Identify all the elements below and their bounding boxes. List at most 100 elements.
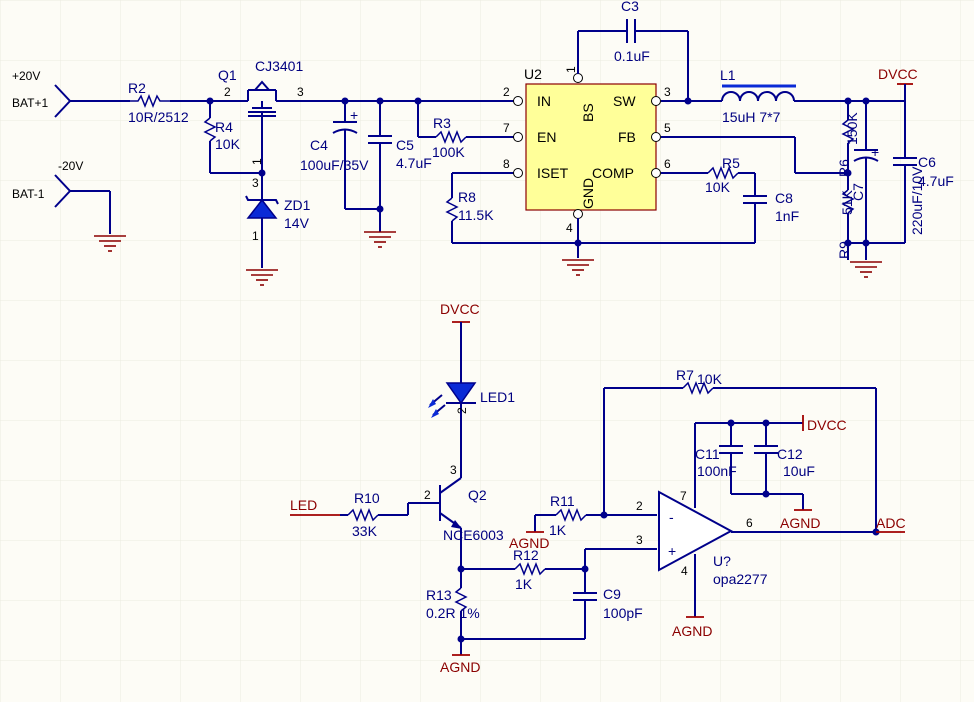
- q1-value: CJ3401: [255, 58, 303, 74]
- agnd-port-caps: [794, 494, 812, 511]
- u3-pin-inm: 2: [636, 499, 643, 513]
- capacitor-c12[interactable]: [754, 423, 778, 498]
- resistor-r9[interactable]: [841, 189, 855, 260]
- q2-pin-gate: 2: [424, 488, 431, 502]
- u3-designator: U?: [713, 553, 731, 569]
- wire-opamp-vcc: [694, 419, 803, 508]
- r4-designator: R4: [215, 119, 233, 135]
- r8-value: 11.5K: [458, 207, 494, 223]
- agnd-port-r11: [526, 515, 544, 533]
- capacitor-c3[interactable]: [577, 19, 689, 101]
- ic-u2[interactable]: [513, 73, 661, 219]
- ground-symbol-zd1: [246, 269, 278, 286]
- transistor-q2[interactable]: [439, 470, 462, 588]
- zener-zd1[interactable]: [245, 169, 279, 269]
- c7-plus-sign: +: [871, 144, 879, 160]
- ground-symbol-c5: [364, 231, 396, 248]
- u2-pinnum-in: 2: [503, 85, 510, 99]
- wire-u2-gnd: [574, 218, 582, 258]
- q2-pin-drain: 3: [450, 463, 457, 477]
- u2-pinnum-sw: 3: [664, 85, 671, 99]
- resistor-r12[interactable]: [514, 548, 657, 577]
- r3-designator: R3: [433, 115, 451, 131]
- c5-designator: C5: [396, 137, 414, 153]
- resistor-r3[interactable]: [417, 101, 518, 145]
- c7-designator: C7: [850, 183, 866, 201]
- agnd-label-r13: AGND: [440, 659, 480, 675]
- u2-pin-en-label: EN: [537, 129, 556, 145]
- wire-fb: [661, 136, 852, 177]
- resistor-r13[interactable]: [454, 587, 468, 655]
- capacitor-c8[interactable]: [743, 173, 767, 243]
- vin-label: +20V: [12, 69, 40, 83]
- r10-value: 33K: [352, 523, 378, 539]
- dvcc-port-led: [452, 321, 470, 383]
- bat1-label: BAT+1: [12, 96, 48, 110]
- led-led1[interactable]: [428, 382, 477, 470]
- u2-pin-gnd-label: GND: [580, 178, 596, 209]
- c6-designator: C6: [918, 154, 936, 170]
- zd1-pin-a: 1: [252, 229, 259, 243]
- u3-value: opa2277: [713, 571, 768, 587]
- resistor-r4[interactable]: [203, 101, 262, 174]
- q1-pin-source: 2: [224, 85, 231, 99]
- resistor-r5[interactable]: [661, 165, 755, 181]
- u2-pinnum-fb: 5: [664, 121, 671, 135]
- c8-value: 1nF: [775, 208, 799, 224]
- u2-designator: U2: [524, 66, 542, 82]
- u2-pinnum-comp: 6: [664, 157, 671, 171]
- dvcc-label-opamp: DVCC: [807, 417, 847, 433]
- l1-value: 15uH 7*7: [722, 109, 781, 125]
- c11-designator: C11: [695, 446, 720, 462]
- dvcc-label-top: DVCC: [878, 66, 918, 82]
- r9-value: 51K: [839, 189, 855, 215]
- capacitor-c9[interactable]: [461, 569, 597, 640]
- resistor-r10[interactable]: [340, 502, 440, 523]
- led1-pin-k: 2: [455, 407, 469, 414]
- agnd-label-opamp: AGND: [672, 623, 712, 639]
- r12-designator: R12: [513, 547, 539, 563]
- u2-pin-sw-label: SW: [613, 93, 636, 109]
- opamp-minus-sign: -: [669, 509, 674, 525]
- led1-designator: LED1: [480, 389, 515, 405]
- resistor-r6[interactable]: [841, 101, 855, 190]
- agnd-port-opamp: [686, 554, 704, 618]
- r2-value: 10R/2512: [128, 109, 189, 125]
- r5-value: 10K: [705, 179, 731, 195]
- ground-symbol-out: [850, 261, 882, 278]
- r3-value: 100K: [432, 144, 465, 160]
- c11-value: 100nF: [697, 463, 737, 479]
- dvcc-port-top: [897, 83, 913, 101]
- capacitor-c5[interactable]: [368, 101, 392, 232]
- q1-designator: Q1: [218, 67, 237, 83]
- resistor-r7[interactable]: [603, 380, 877, 532]
- capacitor-c6[interactable]: [844, 101, 918, 247]
- pmos-q1[interactable]: [245, 80, 340, 173]
- bat2-label: BAT-1: [12, 187, 45, 201]
- r5-designator: R5: [722, 155, 740, 171]
- bat-plus-port[interactable]: [54, 84, 130, 118]
- r12-value: 1K: [515, 576, 533, 592]
- vneg-label: -20V: [58, 159, 83, 173]
- c3-value: 0.1uF: [614, 48, 650, 64]
- c12-value: 10uF: [783, 463, 815, 479]
- zd1-designator: ZD1: [284, 197, 311, 213]
- resistor-r8[interactable]: [445, 172, 755, 244]
- q2-designator: Q2: [468, 487, 487, 503]
- u2-pin-fb-label: FB: [618, 129, 636, 145]
- resistor-r11[interactable]: [535, 507, 657, 523]
- c9-designator: C9: [603, 586, 621, 602]
- l1-designator: L1: [720, 67, 736, 83]
- c3-designator: C3: [621, 0, 639, 14]
- r8-designator: R8: [458, 189, 476, 205]
- q2-value: NCE6003: [443, 527, 504, 543]
- r6-value: 150K: [844, 112, 860, 145]
- r7-value: 10K: [697, 371, 723, 387]
- bat-minus-port[interactable]: [54, 174, 111, 234]
- adc-label: ADC: [876, 515, 906, 531]
- opamp-u3[interactable]: [658, 490, 880, 572]
- agnd-label-caps: AGND: [780, 515, 820, 531]
- u2-pinnum-gnd: 4: [566, 221, 573, 235]
- capacitor-c4[interactable]: [332, 101, 380, 210]
